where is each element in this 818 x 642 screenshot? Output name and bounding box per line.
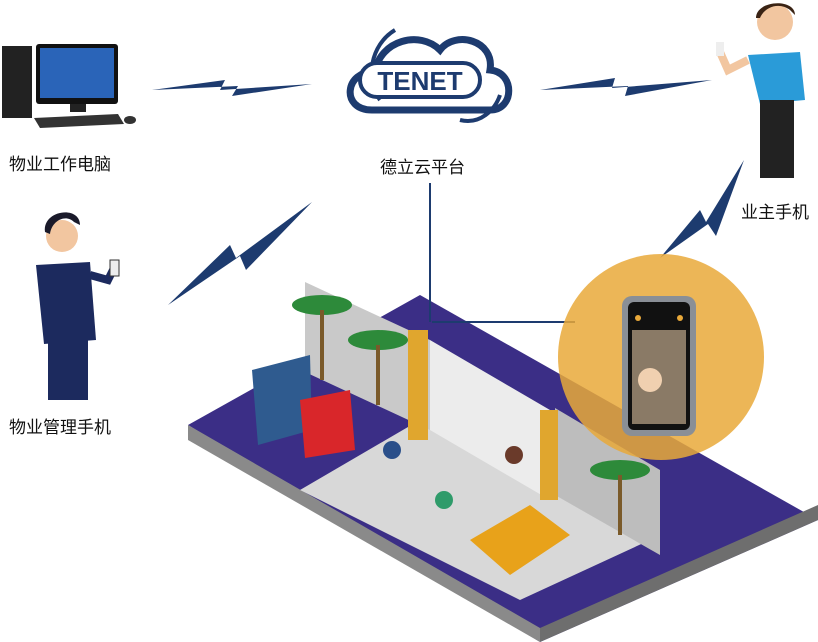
truck-icon (252, 355, 312, 445)
courier-scooter-icon (435, 491, 453, 509)
owner-person-icon (716, 3, 805, 178)
face-recognition-terminal (558, 254, 764, 460)
signal-bolts (152, 78, 744, 305)
visitor-icon (505, 446, 523, 464)
property-pc-label: 物业工作电脑 (9, 155, 111, 175)
owner-phone-label: 业主手机 (741, 203, 809, 223)
logo-text: TENET (377, 66, 462, 96)
property-phone-label: 物业管理手机 (9, 418, 111, 438)
computer-icon (2, 44, 136, 128)
bolt-device (660, 160, 744, 258)
worker-icon (383, 441, 401, 459)
manager-person-icon (36, 212, 120, 400)
connection-lines (429, 183, 575, 323)
car-icon (470, 505, 570, 575)
bolt-owner (540, 78, 712, 96)
bolt-pc (152, 80, 312, 96)
bolt-manager (168, 202, 312, 305)
palm-trees-icon (292, 295, 650, 480)
community-gate-scene (188, 282, 818, 642)
cloud-platform-label: 德立云平台 (380, 158, 465, 178)
tenet-cloud-logo: TENET (346, 28, 513, 123)
